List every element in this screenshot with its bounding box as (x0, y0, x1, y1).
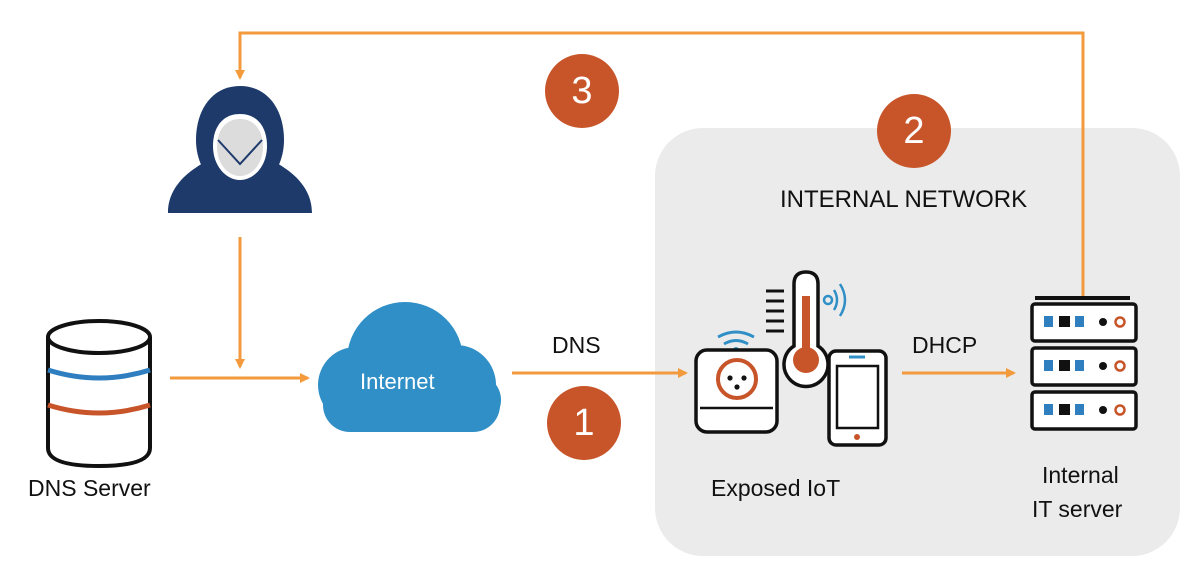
internal-network-label: INTERNAL NETWORK (780, 186, 1028, 213)
internet-label: Internet (360, 369, 435, 394)
dhcp-label: DHCP (912, 332, 978, 358)
database-icon (46, 319, 152, 469)
server-rack-icon (1030, 296, 1138, 431)
dns-label: DNS (552, 332, 601, 358)
thermometer-icon (766, 270, 847, 389)
internal-server-label-line1: Internal (1042, 462, 1119, 488)
smart-plug-icon (694, 330, 779, 434)
dns-server-label: DNS Server (28, 475, 151, 501)
connectors (170, 31, 1085, 383)
exfil-arrow (235, 31, 1085, 296)
attacker-icon (168, 86, 312, 213)
step-badge-2: 2 (877, 94, 951, 168)
cloud-icon (318, 302, 501, 432)
tablet-icon (827, 349, 888, 447)
step-badge-1: 1 (547, 386, 621, 460)
exposed-iot-label: Exposed IoT (711, 475, 841, 501)
internal-server-label-line2: IT server (1032, 496, 1123, 522)
step-badge-3: 3 (545, 54, 619, 128)
internal-network-area (655, 128, 1180, 556)
